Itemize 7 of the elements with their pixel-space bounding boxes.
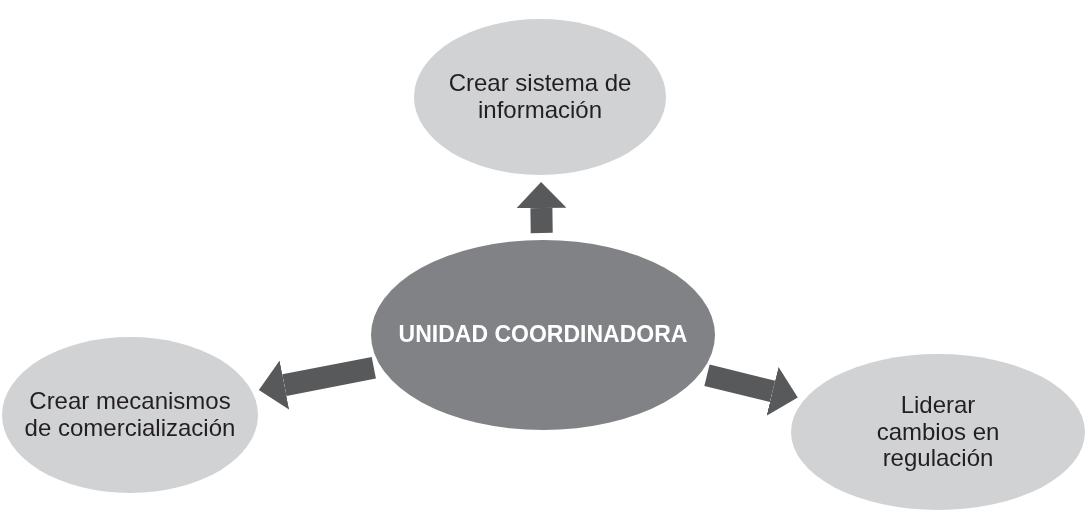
node-label: UNIDAD COORDINADORA xyxy=(398,322,688,348)
node-label: Liderar cambios en regulación xyxy=(875,391,1001,473)
node-label: Crear mecanismos de comercialización xyxy=(24,388,236,442)
node-label: Crear sistema de información xyxy=(447,70,633,124)
block-arrow xyxy=(258,356,376,410)
block-arrow xyxy=(704,364,798,416)
block-arrow xyxy=(516,182,567,234)
